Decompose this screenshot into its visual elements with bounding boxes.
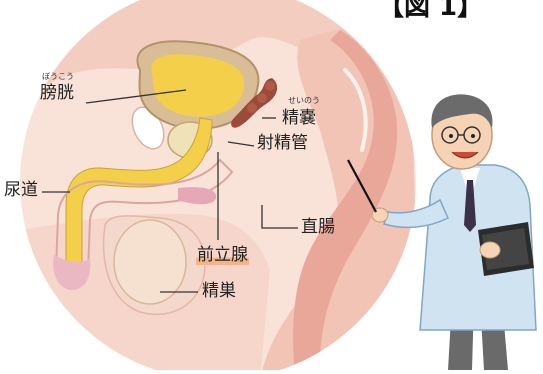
bladder-ruby: ぼうこう xyxy=(42,73,74,81)
urethra-label: 尿道 xyxy=(4,182,38,199)
ejaculatory-duct-label: 射精管 xyxy=(257,135,308,152)
prostate-label-text: 前立腺 xyxy=(196,245,249,265)
clipboard-icon xyxy=(478,222,534,276)
prostate-label: 前立腺 xyxy=(196,247,249,264)
seminal-vesicle-label: 精嚢 xyxy=(282,110,316,127)
seminal-vesicle-ruby: せいのう xyxy=(288,97,320,105)
testis-label: 精巣 xyxy=(202,283,236,300)
rectum-label: 直腸 xyxy=(301,219,335,236)
figure-label: 【図 1】 xyxy=(378,0,483,20)
bladder-label: 膀胱 xyxy=(40,85,74,102)
